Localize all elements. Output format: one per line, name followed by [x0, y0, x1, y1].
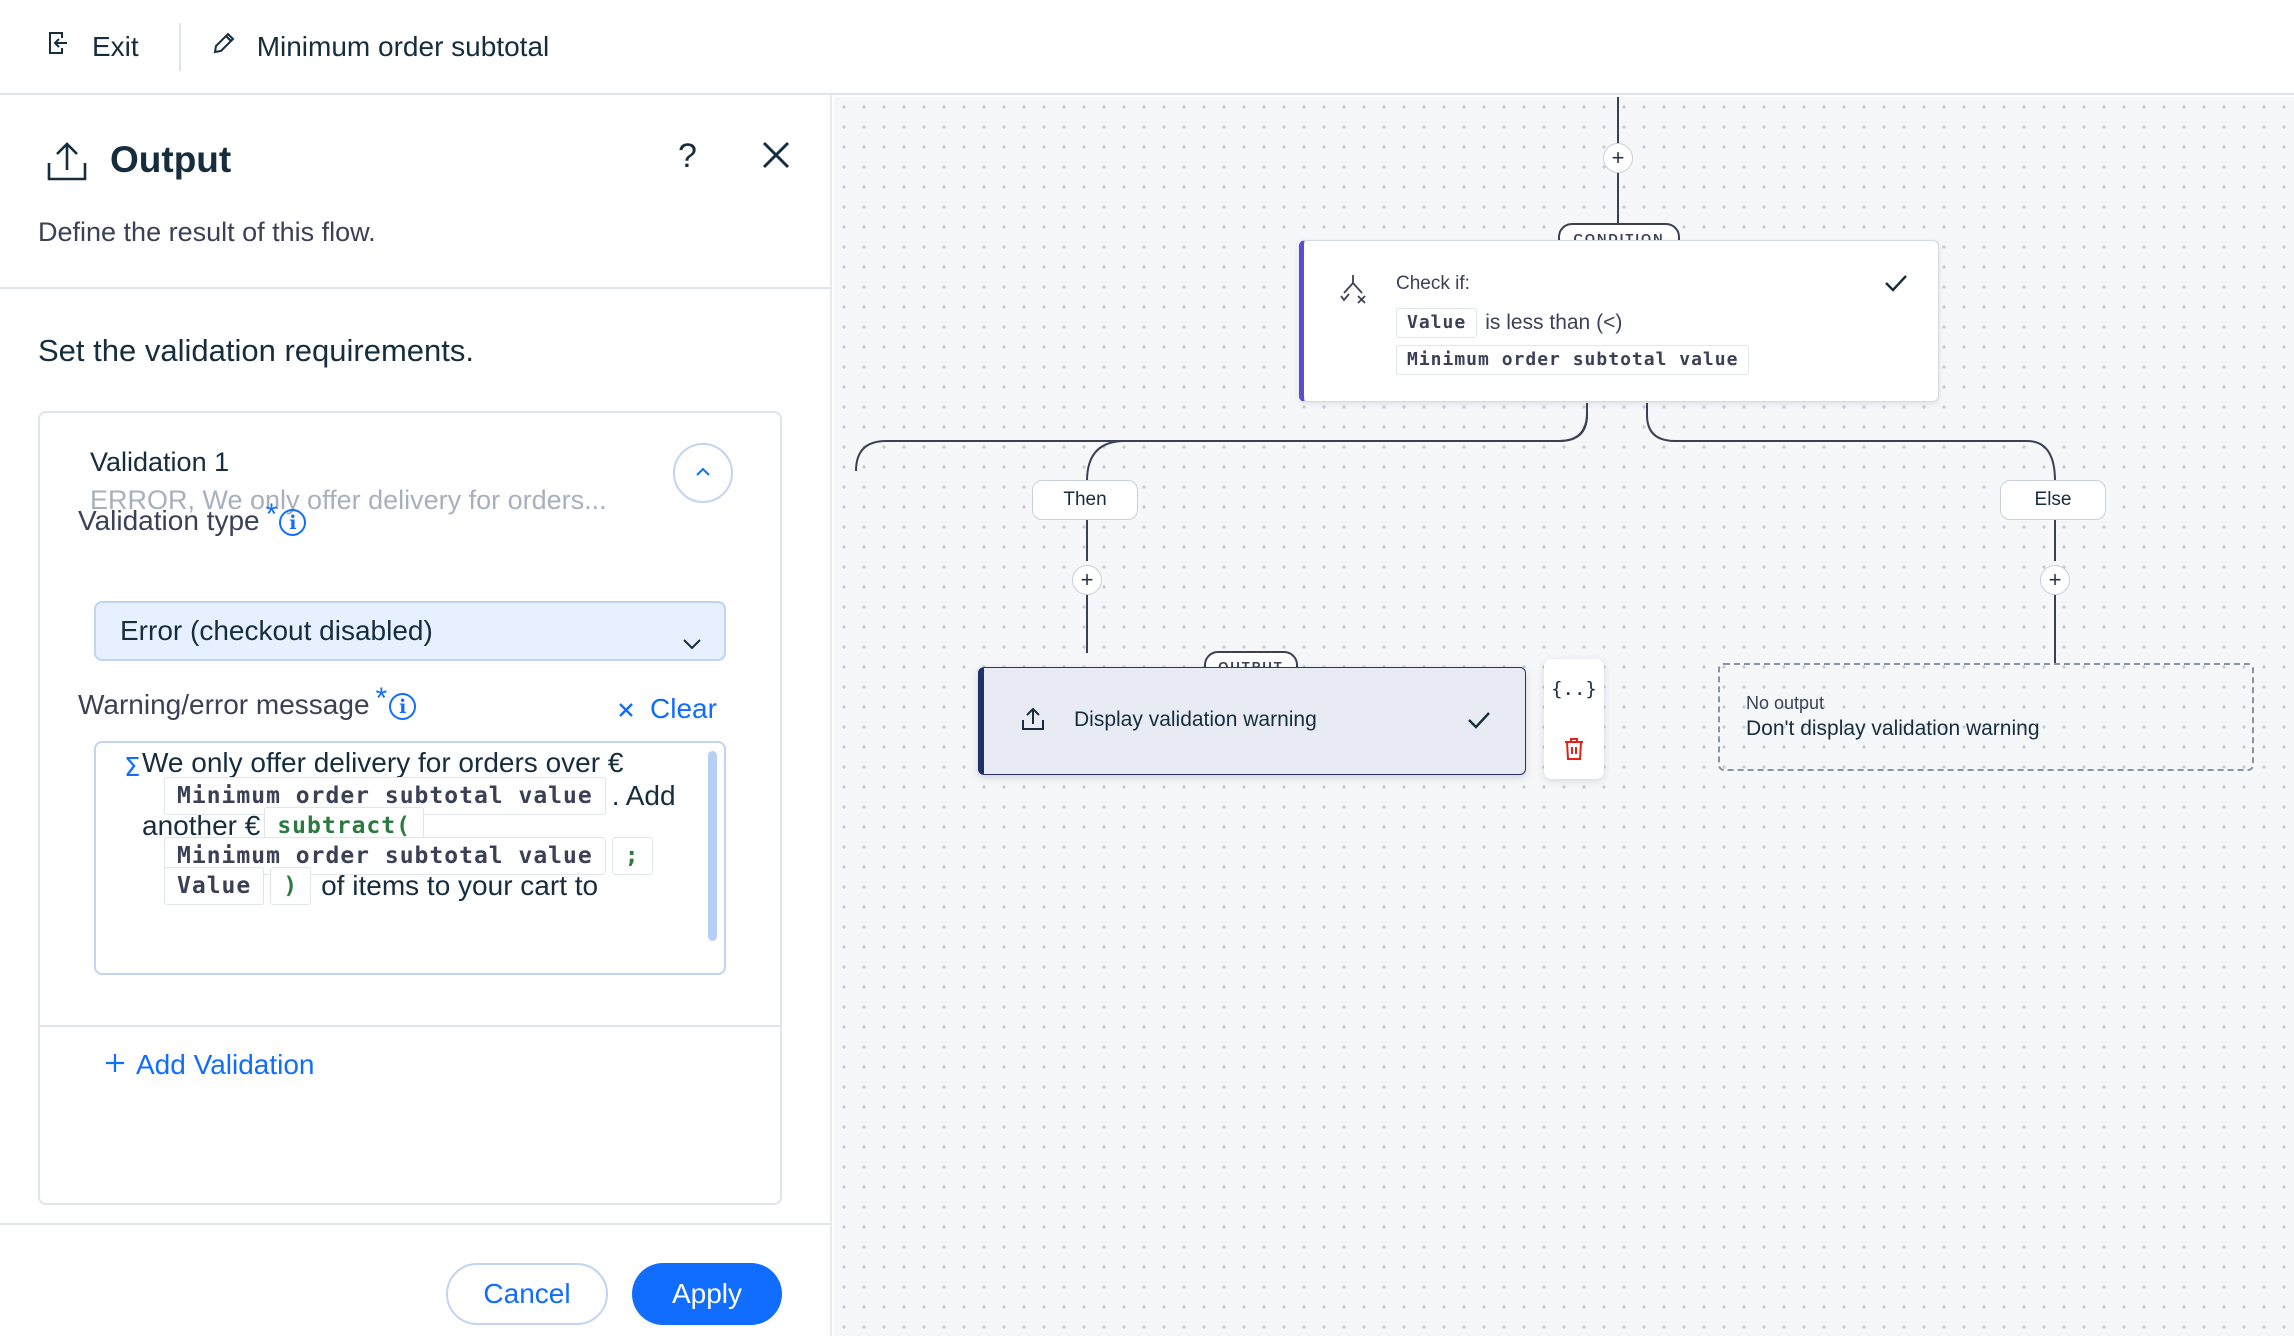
variables-icon[interactable]: {..}	[1544, 659, 1604, 719]
editor-scrollbar[interactable]	[708, 751, 717, 941]
validation-type-value: Error (checkout disabled)	[120, 615, 433, 646]
separator-chip[interactable]: ;	[611, 837, 653, 875]
function-close-chip[interactable]: )	[270, 867, 312, 905]
flow-title[interactable]: Minimum order subtotal	[211, 30, 550, 63]
required-mark: *	[265, 498, 278, 531]
footer-divider	[0, 1223, 830, 1225]
branch-paths	[1086, 403, 2056, 663]
upload-icon	[44, 139, 90, 190]
panel-title: Output	[110, 139, 232, 180]
top-bar: Exit Minimum order subtotal	[0, 0, 2294, 95]
topbar-divider	[178, 22, 181, 71]
condition-node[interactable]: Check if: Value is less than (<) Minimum…	[1299, 240, 1939, 402]
branch-icon	[1338, 273, 1368, 310]
else-label: Else	[2000, 480, 2106, 520]
message-label: Warning/error message * i	[78, 682, 417, 721]
info-icon[interactable]: i	[389, 693, 417, 720]
add-step-button[interactable]: +	[1072, 565, 1102, 595]
validation-type-label: Validation type * i	[78, 498, 307, 537]
variable-chip[interactable]: Value	[164, 867, 265, 905]
no-output-text: Don't display validation warning	[1746, 717, 2040, 740]
variable-chip: Minimum order subtotal value	[1396, 345, 1750, 375]
check-icon	[1884, 273, 1908, 298]
help-icon[interactable]: ?	[678, 137, 697, 175]
card-divider	[40, 1025, 780, 1027]
operator-text: is less than (<)	[1485, 311, 1623, 334]
editor-line: We only offer delivery for orders over €	[142, 747, 623, 779]
add-validation-label: Add Validation	[136, 1049, 315, 1080]
message-text: . Add	[611, 780, 676, 811]
clear-button[interactable]: Clear	[618, 693, 717, 725]
exit-label: Exit	[92, 30, 139, 62]
apply-button[interactable]: Apply	[632, 1263, 782, 1325]
chevron-down-icon	[682, 625, 702, 657]
editor-line: Value ) of items to your cart to	[164, 867, 598, 905]
no-output-node[interactable]: No output Don't display validation warni…	[1718, 663, 2254, 771]
validation-type-text: Validation type	[78, 505, 260, 536]
exit-icon	[46, 30, 72, 63]
output-panel: Output ? Define the result of this flow.…	[0, 95, 832, 1336]
required-mark: *	[375, 682, 388, 715]
output-node-label: Display validation warning	[1074, 708, 1317, 731]
validation-card: Validation 1 ERROR, We only offer delive…	[38, 411, 782, 1205]
message-editor[interactable]: Σ We only offer delivery for orders over…	[94, 741, 726, 975]
cancel-button[interactable]: Cancel	[446, 1263, 608, 1325]
message-text: We only offer delivery for orders over €	[142, 747, 624, 778]
condition-line: Value is less than (<)	[1396, 308, 1622, 338]
flow-title-text: Minimum order subtotal	[256, 30, 550, 62]
panel-subtitle: Define the result of this flow.	[38, 217, 376, 247]
section-title: Set the validation requirements.	[38, 333, 474, 368]
node-toolbar: {..}	[1544, 659, 1604, 779]
plus-icon	[104, 1049, 126, 1081]
message-text: of items to your cart to	[321, 870, 599, 901]
variable-chip: Value	[1396, 308, 1478, 338]
pencil-icon	[211, 30, 237, 63]
variables-icon-glyph: {..}	[1551, 678, 1597, 700]
editor-line: Minimum order subtotal value . Add	[164, 777, 676, 815]
then-label: Then	[1032, 480, 1138, 520]
delete-icon[interactable]	[1544, 719, 1604, 779]
panel-header: Output ? Define the result of this flow.	[0, 95, 830, 289]
chevron-up-icon	[695, 464, 711, 482]
validation-title: Validation 1	[90, 447, 230, 477]
check-icon	[1467, 710, 1491, 735]
add-step-button[interactable]: +	[1603, 143, 1633, 173]
validation-summary: ERROR, We only offer delivery for orders…	[90, 485, 607, 515]
output-node[interactable]: Display validation warning	[978, 667, 1526, 775]
add-step-button[interactable]: +	[2040, 565, 2070, 595]
add-validation-button[interactable]: Add Validation	[104, 1049, 315, 1081]
variable-chip[interactable]: Minimum order subtotal value	[164, 777, 606, 815]
exit-button[interactable]: Exit	[46, 30, 139, 63]
collapse-button[interactable]	[673, 443, 733, 503]
clear-label: Clear	[650, 693, 717, 724]
validation-type-select[interactable]: Error (checkout disabled)	[94, 601, 726, 661]
sigma-icon[interactable]: Σ	[124, 753, 141, 783]
x-icon	[618, 693, 634, 725]
info-icon[interactable]: i	[279, 509, 307, 536]
close-icon[interactable]	[760, 139, 792, 176]
message-text: another €	[142, 810, 261, 841]
condition-line: Minimum order subtotal value	[1396, 345, 1757, 375]
no-output-label: No output	[1746, 693, 1825, 713]
check-if-label: Check if:	[1396, 273, 1470, 294]
upload-icon	[1020, 706, 1046, 737]
message-label-text: Warning/error message	[78, 689, 370, 720]
flow-canvas[interactable]: + CONDITION Check if: Value is less than…	[834, 97, 2294, 1336]
